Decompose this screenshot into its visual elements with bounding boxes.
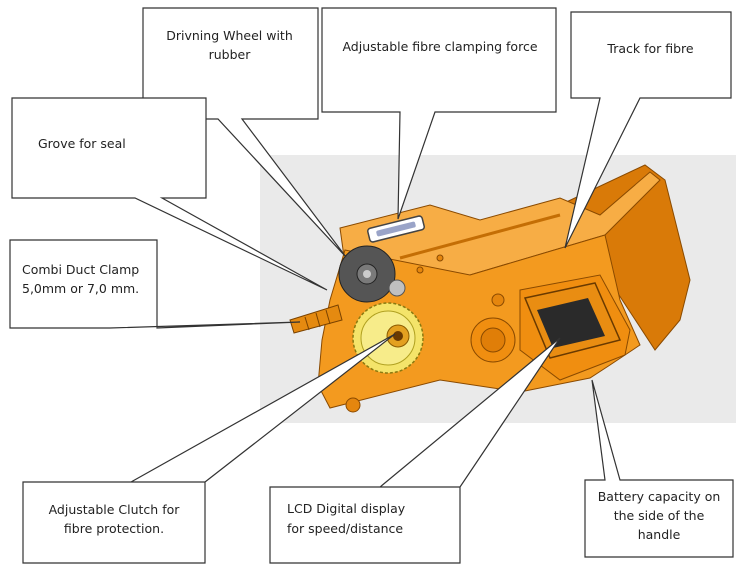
- callout-box-duct-clamp: [9, 239, 301, 329]
- callout-box-clutch: [22, 333, 396, 564]
- callout-box-grove-seal: [11, 97, 328, 291]
- duct-clamp-ring-1: [304, 316, 310, 331]
- clutch-knob-inner: [480, 327, 506, 353]
- screw-2: [436, 254, 444, 262]
- screw-4: [345, 397, 361, 413]
- duct-clamp-ring-3: [325, 309, 331, 325]
- callout-box-fibre-track: [564, 11, 732, 249]
- callout-box-battery: [584, 379, 734, 558]
- callout-box-clamping-force: [321, 7, 557, 220]
- fibre-track-groove: [399, 213, 561, 260]
- screw-1: [491, 293, 505, 307]
- fibre-blowing-machine: [289, 164, 691, 413]
- clamping-window-inner: [376, 221, 416, 237]
- machine-back-face: [559, 164, 691, 351]
- callout-box-lcd: [269, 337, 561, 564]
- clutch-center-inner: [393, 331, 403, 341]
- screw-3: [416, 266, 424, 274]
- duct-clamp-ring-2: [315, 312, 321, 328]
- driving-wheel-axle: [363, 270, 371, 278]
- lcd-screen: [537, 298, 605, 348]
- duct-clamp: [289, 304, 343, 334]
- pressure-roller: [388, 279, 406, 297]
